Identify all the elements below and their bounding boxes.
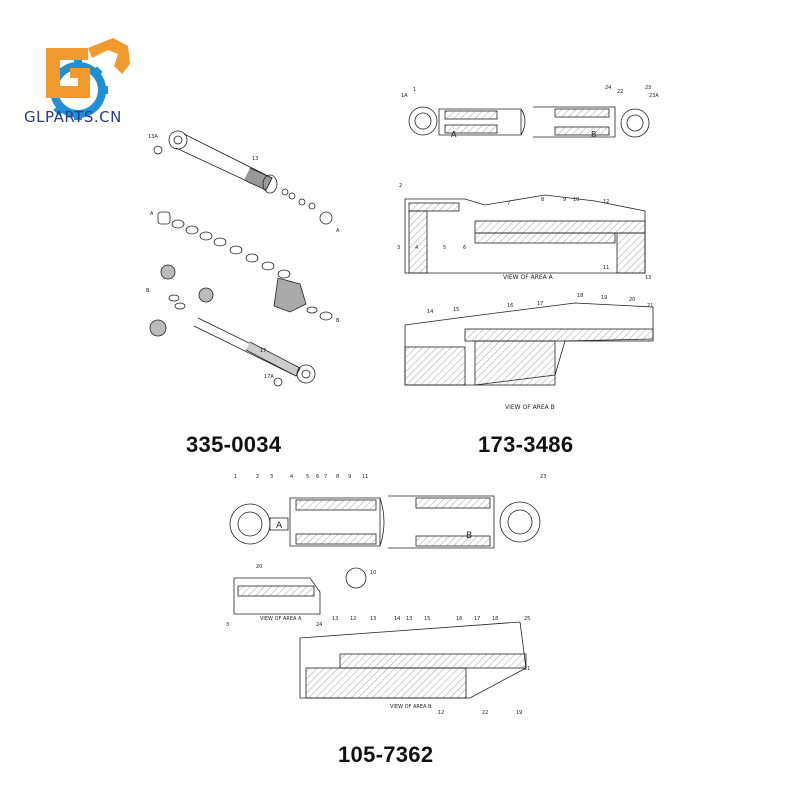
svg-text:16: 16	[456, 616, 462, 622]
svg-text:21: 21	[647, 303, 653, 309]
svg-text:13: 13	[332, 616, 338, 622]
svg-text:17: 17	[474, 616, 480, 622]
svg-text:5: 5	[306, 474, 309, 480]
svg-text:10: 10	[370, 570, 376, 576]
svg-text:10: 10	[573, 197, 579, 203]
svg-text:23: 23	[645, 85, 651, 91]
view-label-area-a: VIEW OF AREA A	[260, 616, 302, 622]
area-a-section	[233, 577, 321, 615]
svg-text:17: 17	[537, 301, 543, 307]
svg-text:7: 7	[507, 201, 510, 207]
part-number-335-0034: 335-0034	[186, 432, 282, 457]
svg-text:8: 8	[336, 474, 339, 480]
svg-text:13: 13	[252, 156, 258, 162]
brand-name: GLPARTS.CN	[24, 108, 122, 126]
cylinder-tube-drawing	[153, 130, 278, 194]
piston-rod-drawing	[193, 317, 316, 387]
svg-text:5: 5	[443, 245, 446, 251]
svg-text:13: 13	[406, 616, 412, 622]
svg-text:6: 6	[316, 474, 319, 480]
part-number-173-3486: 173-3486	[478, 432, 574, 457]
logo-graphic	[46, 38, 130, 120]
svg-text:17: 17	[260, 348, 266, 354]
svg-text:9: 9	[348, 474, 351, 480]
svg-text:B: B	[591, 130, 597, 139]
svg-text:15: 15	[453, 307, 459, 313]
svg-text:23: 23	[540, 474, 546, 480]
svg-text:A: A	[451, 130, 457, 139]
svg-text:11: 11	[362, 474, 368, 480]
svg-text:13A: 13A	[148, 134, 158, 140]
svg-text:1A: 1A	[401, 93, 408, 99]
cylinder-section-top: A B	[229, 495, 541, 589]
view-label-area-b: VIEW OF AREA B	[505, 404, 555, 411]
svg-text:A: A	[276, 521, 283, 531]
svg-text:18: 18	[492, 616, 498, 622]
svg-text:2: 2	[399, 183, 402, 189]
area-b-section	[404, 302, 654, 386]
svg-text:1: 1	[413, 87, 416, 93]
svg-text:3: 3	[270, 474, 273, 480]
svg-text:4: 4	[290, 474, 293, 480]
svg-text:24: 24	[605, 85, 611, 91]
svg-text:3: 3	[397, 245, 400, 251]
svg-text:6: 6	[463, 245, 466, 251]
svg-text:2: 2	[256, 474, 259, 480]
svg-text:12: 12	[350, 616, 356, 622]
svg-text:17A: 17A	[264, 374, 274, 380]
svg-text:1: 1	[234, 474, 237, 480]
svg-text:8: 8	[541, 197, 544, 203]
svg-text:16: 16	[507, 303, 513, 309]
part-number-105-7362: 105-7362	[338, 742, 434, 767]
glparts-logo	[18, 28, 148, 123]
svg-text:19: 19	[516, 710, 522, 716]
diagram-335-0034-exploded-view: 13A 13 A A B B 17 17A	[146, 130, 340, 387]
cylinder-section-top: A B	[408, 106, 650, 139]
svg-text:B: B	[336, 318, 340, 324]
svg-text:22: 22	[617, 89, 623, 95]
svg-text:13: 13	[370, 616, 376, 622]
svg-text:B: B	[466, 531, 472, 541]
svg-text:B: B	[146, 288, 150, 294]
piston-assembly-drawing	[149, 264, 333, 337]
svg-text:14: 14	[394, 616, 400, 622]
svg-text:9: 9	[563, 197, 566, 203]
svg-text:24: 24	[316, 622, 322, 628]
view-label-area-a: VIEW OF AREA A	[503, 274, 554, 281]
svg-text:19: 19	[601, 295, 607, 301]
svg-text:4: 4	[415, 245, 418, 251]
svg-text:20: 20	[256, 564, 262, 570]
svg-text:3: 3	[226, 622, 229, 628]
svg-text:7: 7	[324, 474, 327, 480]
seal-kit-row-1	[281, 188, 333, 225]
svg-text:20: 20	[629, 297, 635, 303]
svg-text:18: 18	[577, 293, 583, 299]
seal-kit-row-2	[157, 211, 291, 279]
svg-text:A: A	[150, 211, 154, 217]
svg-text:23A: 23A	[649, 93, 659, 99]
area-a-section	[404, 194, 646, 274]
svg-text:13: 13	[645, 275, 651, 281]
svg-text:14: 14	[427, 309, 433, 315]
svg-text:25: 25	[524, 616, 530, 622]
svg-text:15: 15	[424, 616, 430, 622]
svg-text:12: 12	[438, 710, 444, 716]
svg-text:11: 11	[603, 265, 609, 271]
svg-text:A: A	[336, 228, 340, 234]
svg-text:12: 12	[603, 199, 609, 205]
svg-text:21: 21	[524, 666, 530, 672]
view-label-area-b: VIEW OF AREA B	[390, 704, 432, 710]
svg-text:22: 22	[482, 710, 488, 716]
area-b-section	[299, 621, 527, 699]
